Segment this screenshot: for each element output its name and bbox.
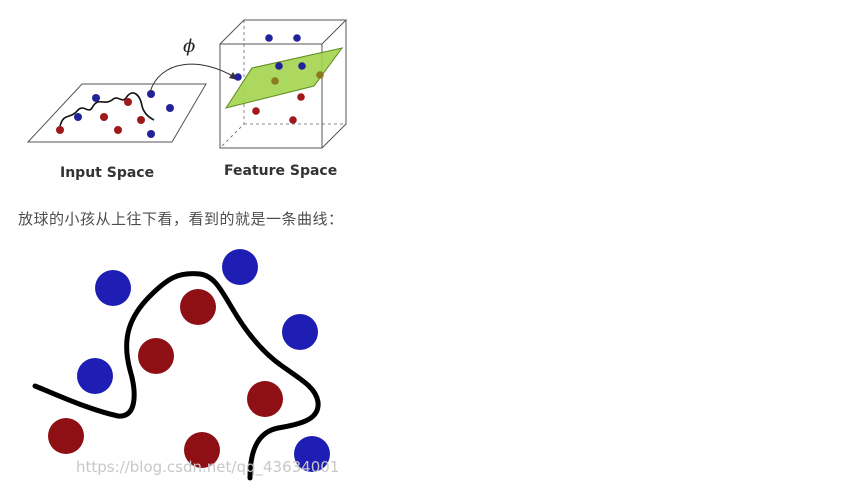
input-boundary-curve xyxy=(59,92,155,127)
blue-point xyxy=(92,94,100,102)
red-point xyxy=(271,77,279,85)
red-ball xyxy=(180,289,216,325)
blue-ball xyxy=(77,358,113,394)
red-ball xyxy=(48,418,84,454)
red-ball xyxy=(247,381,283,417)
feature-space-label: Feature Space xyxy=(224,163,337,179)
feature-space-cube xyxy=(219,19,348,149)
red-ball xyxy=(184,432,220,468)
blue-point xyxy=(293,34,301,42)
top-down-curve-figure: https://blog.csdn.net/qq_43634001 xyxy=(32,249,339,481)
red-point xyxy=(316,71,324,79)
separating-plane xyxy=(224,47,344,109)
red-ball xyxy=(138,338,174,374)
blue-point xyxy=(74,113,82,121)
red-point xyxy=(289,116,297,124)
red-point xyxy=(114,126,122,134)
red-point xyxy=(124,98,132,106)
blue-point xyxy=(147,130,155,138)
red-point xyxy=(100,113,108,121)
blue-point xyxy=(234,73,242,81)
red-point xyxy=(56,126,64,134)
input-feature-space-figure: ϕ Input Space Feature Space xyxy=(26,19,348,181)
blue-ball xyxy=(282,314,318,350)
blue-point xyxy=(147,90,155,98)
blue-ball xyxy=(95,270,131,306)
blue-ball xyxy=(294,436,330,472)
red-point xyxy=(297,93,305,101)
mapping-arrow xyxy=(149,63,237,93)
red-point xyxy=(252,107,260,115)
blue-point xyxy=(298,62,306,70)
phi-symbol: ϕ xyxy=(183,36,195,57)
blue-point xyxy=(275,62,283,70)
blue-ball xyxy=(222,249,258,285)
red-point xyxy=(137,116,145,124)
boundary-curve xyxy=(32,271,321,481)
blue-point xyxy=(166,104,174,112)
input-space-label: Input Space xyxy=(60,165,154,181)
input-space-plane xyxy=(26,83,207,143)
blue-point xyxy=(265,34,273,42)
watermark: https://blog.csdn.net/qq_43634001 xyxy=(76,458,339,477)
caption-text: 放球的小孩从上往下看，看到的就是一条曲线： xyxy=(18,210,344,228)
